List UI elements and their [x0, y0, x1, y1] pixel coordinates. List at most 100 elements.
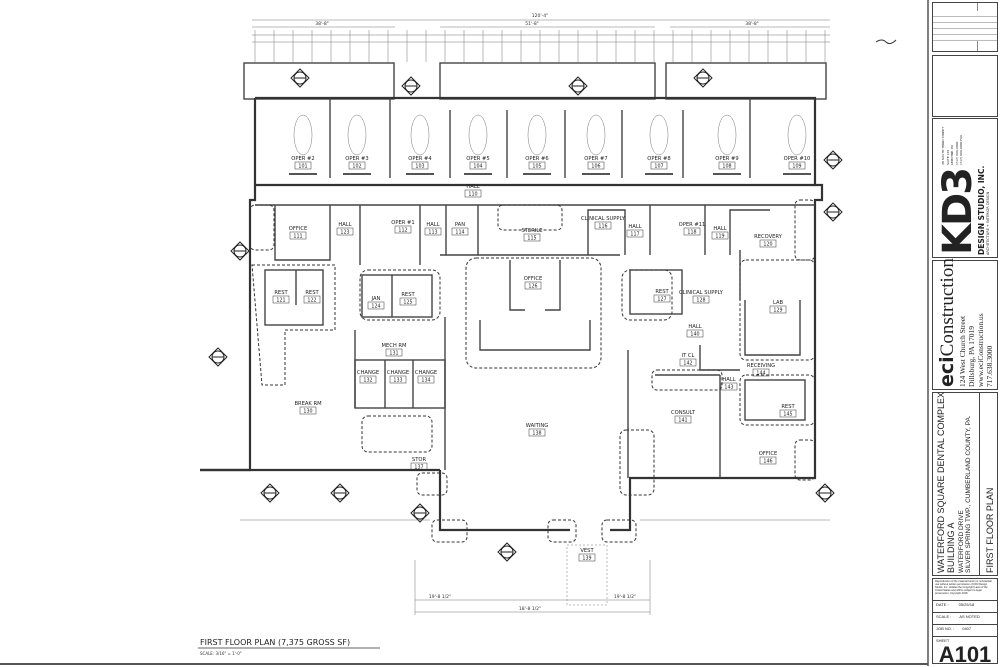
room-number-box	[469, 161, 487, 170]
room-number: 105	[532, 164, 541, 170]
contractor-logo-bold: eci	[936, 356, 958, 387]
dental-chair-icon	[649, 114, 669, 156]
room-name: HALL	[426, 222, 439, 228]
room-number-box	[289, 231, 307, 240]
room-number: 119	[715, 234, 724, 240]
room-number: 125	[403, 300, 412, 306]
room-number-box	[451, 227, 469, 236]
room-name: WAITING	[526, 423, 549, 429]
project-block: WATERFORD SQUARE DENTAL COMPLEX BUILDING…	[932, 392, 998, 576]
room-name: REST	[781, 404, 795, 410]
date-row: DATE :05/25/18	[933, 601, 997, 613]
room-number: 111	[293, 234, 302, 240]
dim-overall: 120'-4"	[532, 13, 548, 19]
room-number-box	[594, 221, 612, 230]
section-marker-icon	[230, 241, 250, 261]
room-name: BREAK RM	[294, 401, 321, 407]
contractor-logo: eciConstruction	[936, 258, 958, 387]
scale-value: AS NOTED	[959, 614, 980, 619]
room-120: RECOVERY 120	[754, 234, 783, 248]
room-name: STERILE	[521, 228, 542, 234]
section-markers	[208, 68, 843, 562]
contractor-line: Dillsburg, PA 17019	[967, 325, 976, 387]
room-number-box	[417, 375, 435, 384]
room-number-box	[348, 161, 366, 170]
room-number: 117	[630, 232, 639, 238]
room-number-box	[523, 233, 541, 242]
room-name: OPER #3	[345, 156, 368, 162]
room-name: CLINICAL SUPPLY	[581, 216, 626, 222]
contractor-line: www.eciConstruction.us	[976, 313, 985, 387]
room-number-box	[410, 462, 428, 471]
room-number-box	[752, 368, 770, 377]
room-name: OFFICE	[524, 276, 542, 282]
room-number-box	[759, 239, 777, 248]
architect-tagline: ARCHITECTURE + INTERIOR DESIGN	[986, 191, 990, 255]
room-number-box	[385, 348, 403, 357]
dental-chair-icon	[293, 114, 313, 156]
clearance-zones	[249, 199, 816, 606]
project-street: WATERFORD DRIVE	[958, 510, 965, 573]
room-name: OFFICE	[289, 226, 307, 232]
dim-bottom-left: 19'-8 1/2"	[429, 594, 451, 600]
room-number: 113	[428, 230, 437, 236]
section-marker-icon	[290, 68, 310, 88]
room-name: OPER #4	[408, 156, 432, 162]
dental-chair-icon	[347, 114, 367, 156]
room-number: 128	[696, 298, 705, 304]
room-name: CHANGE	[415, 370, 437, 376]
room-number-box	[653, 294, 671, 303]
room-name: PAN	[455, 222, 465, 228]
room-name: OPER #6	[525, 156, 548, 162]
room-number: 120	[763, 242, 772, 248]
room-name: OPER #8	[647, 156, 670, 162]
address-line: (717) 000-0000 FAX	[959, 135, 963, 165]
drawing-title: FIRST FLOOR PLAN (7,375 GROSS SF)	[200, 638, 350, 647]
room-number-box	[626, 229, 644, 238]
room-number: 115	[527, 236, 536, 242]
room-number-box	[587, 161, 605, 170]
dental-chair-icon	[586, 114, 606, 156]
room-name: OPER #10	[784, 156, 811, 162]
section-marker-icon	[208, 347, 228, 367]
sheet-info-block: Reproduction of the material herein or s…	[932, 578, 998, 666]
room-number: 101	[298, 164, 307, 170]
date-label: DATE :	[936, 602, 949, 607]
room-number-box	[299, 406, 317, 415]
dental-chair-icon	[468, 114, 488, 156]
room-number-box	[779, 409, 797, 418]
room-name: VEST	[580, 548, 594, 554]
room-number: 114	[455, 230, 464, 236]
dim-bottom-center: 18'-8 1/2"	[519, 606, 541, 612]
contractor-line: 124 West Church Street	[958, 315, 967, 387]
room-number: 103	[415, 164, 424, 170]
room-number: 146	[763, 459, 772, 465]
job-row: JOB NO. :0407	[933, 625, 997, 637]
room-number: 139	[582, 556, 591, 562]
room-name: HALL	[338, 222, 351, 228]
room-number: 122	[307, 298, 316, 304]
room-name: RECOVERY	[754, 234, 783, 240]
room-number-box	[528, 161, 546, 170]
section-marker-icon	[260, 483, 280, 503]
room-name: OPER #9	[715, 156, 738, 162]
room-number: 118	[687, 230, 696, 236]
section-marker-icon	[815, 483, 835, 503]
room-number: 131	[389, 351, 398, 357]
floor-plan-drawing: 120'-4" 38'-8" 51'-8" 38'-8"	[0, 0, 929, 666]
section-marker-icon	[410, 503, 430, 523]
room-name: OPER #7	[584, 156, 607, 162]
room-number: 132	[363, 378, 372, 384]
room-number-box	[679, 358, 697, 367]
